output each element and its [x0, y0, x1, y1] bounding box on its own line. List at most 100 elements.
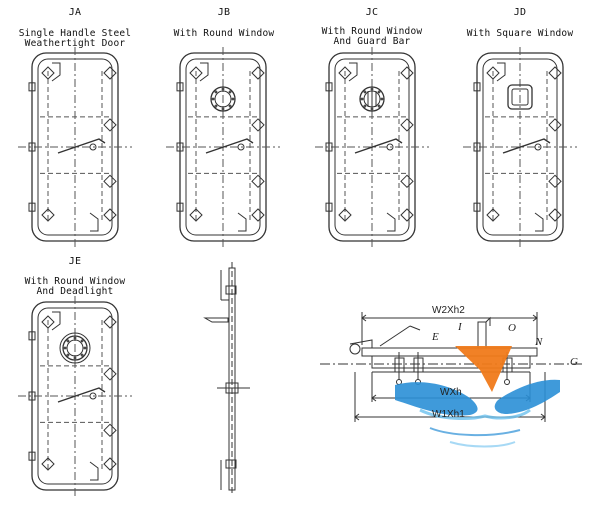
hinge-2: [28, 142, 36, 152]
hinge-1: [473, 82, 481, 92]
door-front-view-jd: [463, 47, 577, 247]
hinge-3: [28, 202, 36, 212]
window-bolt: [363, 90, 367, 94]
variant-caption-jc-line2: And Guard Bar: [333, 36, 411, 47]
window-bolt: [80, 339, 84, 343]
hinge-1: [325, 82, 333, 92]
dog-clamp-1: [486, 66, 500, 80]
dog-clamp-6: [251, 174, 265, 189]
hinge-2: [28, 391, 36, 401]
variant-caption-ja-line1: Single Handle Steel: [18, 28, 132, 39]
window-bolt: [377, 90, 381, 94]
logo-letter-g: G: [570, 356, 578, 368]
handle-boss: [237, 143, 245, 151]
dog-clamp-4: [103, 208, 117, 222]
logo-letter-i: I: [457, 321, 463, 333]
dog-clamp-5: [251, 118, 265, 132]
dog-clamp-5: [103, 118, 117, 132]
dog-clamp-2: [103, 66, 117, 80]
bottom-bracket: [89, 461, 99, 481]
window-bolt: [370, 87, 374, 91]
top-bracket: [496, 62, 506, 82]
hinge-2: [473, 142, 481, 152]
window-bolt: [214, 90, 218, 94]
hinge-3: [473, 202, 481, 212]
dog-clamp-2: [548, 66, 562, 80]
top-bracket: [348, 62, 358, 82]
window-bolt: [380, 97, 384, 101]
variant-code-jc: JC: [365, 7, 379, 18]
variant-caption-jc-line1: With Round Window: [321, 26, 423, 37]
dimension-label-w1: W1Xh1: [432, 409, 465, 420]
window-bolt: [66, 353, 70, 357]
window-bolt: [360, 97, 364, 101]
window-bolt: [221, 107, 225, 111]
top-bracket: [199, 62, 209, 82]
logo-letter-o: O: [508, 322, 516, 334]
variant-caption-je-line1: With Round Window: [24, 276, 126, 287]
variant-caption-je-line2: And Deadlight: [36, 286, 114, 297]
bottom-bracket: [89, 212, 99, 232]
hinge-1: [28, 82, 36, 92]
window-bolt: [363, 104, 367, 108]
dog-clamp-3: [189, 208, 203, 222]
window-bolt: [211, 97, 215, 101]
section-hinge: [349, 343, 361, 355]
variant-caption-jd-line1: With Square Window: [466, 28, 574, 39]
dog-clamp-2: [251, 66, 265, 80]
hinge-2: [325, 142, 333, 152]
handle-boss: [534, 143, 542, 151]
hinge-2: [176, 142, 184, 152]
top-bracket: [51, 311, 61, 331]
dog-clamp-4: [400, 208, 414, 222]
dog-clamp-1: [189, 66, 203, 80]
variant-code-je: JE: [68, 256, 82, 267]
window-bolt: [83, 346, 87, 350]
bottom-bracket: [534, 212, 544, 232]
window-bolt: [377, 104, 381, 108]
dog-clamp-4: [548, 208, 562, 222]
dog-clamp-1: [41, 315, 55, 329]
hinge-3: [325, 202, 333, 212]
hinge-3: [28, 451, 36, 461]
deadlight-cover: [59, 332, 91, 364]
variant-caption-jb-line1: With Round Window: [173, 28, 275, 39]
dog-clamp-3: [41, 208, 55, 222]
dimension-label-w: WXh: [440, 387, 462, 398]
window-bolt: [73, 336, 77, 340]
handle-lever: [57, 387, 106, 403]
dog-clamp-2: [103, 315, 117, 329]
dog-clamp-3: [338, 208, 352, 222]
round-window: [359, 86, 385, 112]
round-window: [62, 335, 88, 361]
dog-clamp-6: [548, 174, 562, 189]
top-bracket: [51, 62, 61, 82]
round-window-glass: [214, 90, 232, 108]
dog-clamp-6: [400, 174, 414, 189]
handle-lever: [502, 138, 551, 154]
door-front-view-ja: [18, 47, 132, 247]
dog-clamp-2: [400, 66, 414, 80]
hinge-1: [176, 82, 184, 92]
window-bolt: [214, 104, 218, 108]
bottom-bracket: [386, 212, 396, 232]
door-front-view-je: [18, 296, 132, 496]
window-bolt: [80, 353, 84, 357]
dog-clamp-5: [548, 118, 562, 132]
window-bolt: [228, 104, 232, 108]
dog-clamp-3: [41, 457, 55, 471]
window-bolt: [231, 97, 235, 101]
handle-boss: [386, 143, 394, 151]
handle-lever: [57, 138, 106, 154]
round-window: [210, 86, 236, 112]
dog-clamp-4: [251, 208, 265, 222]
variant-code-jb: JB: [217, 7, 231, 18]
variant-code-jd: JD: [513, 7, 527, 18]
window-bolt: [228, 90, 232, 94]
dimension-label-w2: W2Xh2: [432, 305, 465, 316]
hinge-1: [28, 331, 36, 341]
